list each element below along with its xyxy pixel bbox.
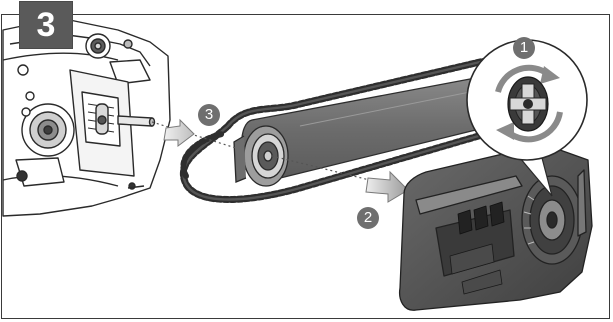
side-cover	[400, 150, 592, 310]
callout-2: 2	[357, 207, 379, 229]
step-number-badge: 3	[20, 2, 72, 48]
callout-1: 1	[513, 37, 535, 59]
callout-3: 3	[198, 104, 220, 126]
